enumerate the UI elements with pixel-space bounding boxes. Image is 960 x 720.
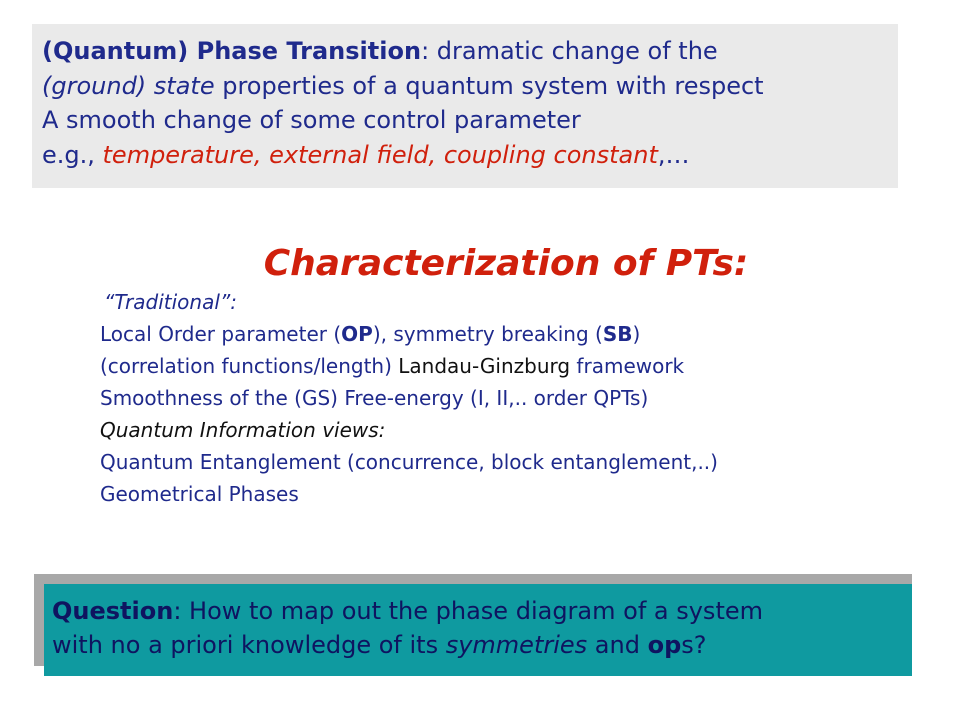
question-label: Question — [52, 597, 174, 625]
definition-line-2: (ground) state properties of a quantum s… — [42, 71, 764, 100]
definition-line-3: A smooth change of some control paramete… — [42, 106, 581, 134]
question-box: Question: How to map out the phase diagr… — [44, 584, 912, 676]
question-line-2: with no a priori knowledge of its symmet… — [52, 631, 707, 659]
qi-heading: Quantum Information views: — [100, 418, 386, 442]
section-title: Characterization of PTs: — [263, 243, 749, 284]
definition-box: (Quantum) Phase Transition: dramatic cha… — [32, 24, 898, 188]
control-parameter-examples: temperature, external field, coupling co… — [102, 140, 658, 169]
list-item-free-energy: Smoothness of the (GS) Free-energy (I, I… — [100, 386, 649, 410]
characterization-list: “Traditional”: Local Order parameter (OP… — [100, 286, 718, 510]
list-item-entanglement: Quantum Entanglement (concurrence, block… — [100, 450, 718, 474]
list-item-geometrical-phases: Geometrical Phases — [100, 482, 299, 506]
traditional-heading: “Traditional”: — [104, 290, 237, 314]
term-ground-state: (ground) state — [42, 71, 215, 100]
term-phase-transition: (Quantum) Phase Transition — [42, 37, 422, 65]
question-line-1: Question: How to map out the phase diagr… — [52, 597, 763, 625]
list-item-order-parameter: Local Order parameter (OP), symmetry bre… — [100, 322, 641, 346]
list-item-landau-ginzburg: (correlation functions/length) Landau-Gi… — [100, 354, 685, 378]
definition-line-4: e.g., temperature, external field, coupl… — [42, 140, 690, 169]
definition-line-1: (Quantum) Phase Transition: dramatic cha… — [42, 37, 718, 65]
